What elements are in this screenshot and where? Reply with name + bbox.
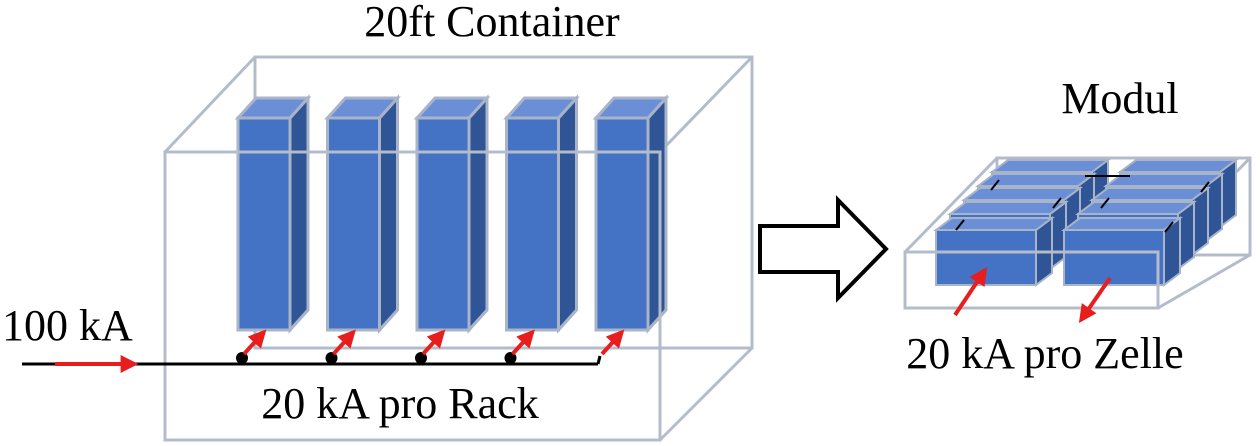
module-front [903,250,1251,310]
rack-current-arrow-icon [421,329,446,356]
junction-dot-icon [504,352,517,364]
cell-terminal [955,219,965,231]
rack-current-arrow-icon [600,329,625,356]
rack-side-face [557,94,578,334]
container-front [163,150,754,442]
junction-dot-icon [415,352,427,364]
cell-terminal [1164,221,1174,233]
cell-front-face [935,229,1037,286]
rack-current-arrow-icon [242,329,267,356]
rack-tap-4 [504,329,535,364]
rack-current-arrow-icon [511,329,535,356]
cell-terminal [1200,181,1210,193]
rack-1 [234,94,312,334]
cell-top-face [1061,217,1183,231]
rack-side-face [467,94,489,334]
container-front-face [163,150,662,442]
junction-dot-icon [236,352,248,364]
cell-top-face [1075,201,1197,215]
rack-group [234,94,670,334]
rack-front-face [505,116,560,332]
module-front-face [903,250,1160,310]
cell-top-face [989,159,1111,173]
transfer-arrow-icon [758,195,889,303]
junction-dot-icon [325,352,338,364]
rack-side-face [288,94,310,334]
container-title: 20ft Container [364,0,620,46]
cell-current-label: 20 kA pro Zelle [906,329,1183,378]
rack-side-face [378,94,399,334]
rack-current-arrow-icon [332,329,356,356]
rack-tap-2 [325,329,356,364]
cell-top-face [933,217,1055,231]
cell-terminal [1100,197,1110,209]
cell-top-face [961,187,1083,201]
rack-3 [413,94,491,334]
rack-tap-1 [236,329,267,364]
cell-current-arrow-out-icon [1078,276,1112,323]
rack-5 [592,94,670,334]
cell-top-face [1117,159,1239,173]
rack-front-face [326,116,381,332]
rack-side-face [646,94,668,334]
rack-front-face [236,116,292,332]
cell-current-arrow-in-icon [953,267,987,317]
container-edge-bottom-right [658,346,754,442]
cell-front-face [1063,229,1165,286]
input-current-label: 100 kA [2,301,133,350]
rack-taps [236,329,625,365]
container-edge-top-right [658,55,754,154]
module-edge-bottom-right [1157,253,1251,310]
rack-tap-3 [415,329,446,364]
module-title: Modul [1061,74,1178,123]
cell-terminal [990,179,1000,191]
cell-terminal [1052,197,1062,209]
cell [1061,216,1183,287]
cell-group [933,158,1239,287]
tap-wire [596,355,602,365]
cell-top-face [1089,187,1211,201]
rack-4 [503,94,580,334]
rack-tap-5 [596,329,625,365]
rack-front-face [594,116,650,332]
module-edge-top-left [903,156,999,254]
cell-top-face [947,201,1069,215]
rack-current-label: 20 kA pro Rack [261,379,538,428]
rack-2 [324,94,401,334]
container-edge-top-left [163,55,257,154]
rack-front-face [415,116,471,332]
